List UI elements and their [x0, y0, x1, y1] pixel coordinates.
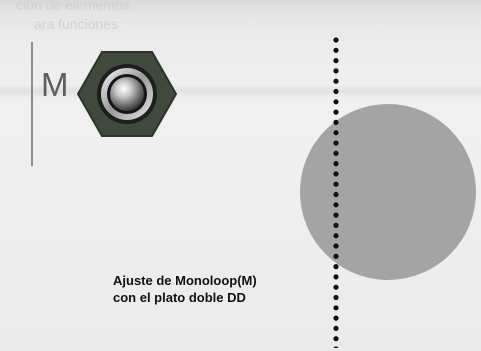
dot	[333, 212, 339, 218]
dot	[333, 284, 339, 290]
dotted-alignment-line	[333, 37, 339, 348]
dot	[333, 130, 339, 136]
dot	[333, 171, 339, 177]
dot	[333, 58, 339, 64]
dot	[333, 305, 339, 311]
dot	[333, 315, 339, 321]
faded-background-band	[0, 84, 481, 98]
dot	[333, 150, 339, 156]
vertical-rule	[31, 42, 33, 166]
dot	[333, 222, 339, 228]
dot	[333, 253, 339, 259]
dot	[333, 181, 339, 187]
dot	[333, 264, 339, 270]
scan-edge-shadow	[0, 0, 481, 12]
dot	[333, 99, 339, 105]
dot	[333, 233, 339, 239]
nut-ball	[110, 77, 144, 111]
hex-nut-icon	[76, 51, 178, 137]
dot	[333, 336, 339, 342]
dot	[333, 47, 339, 53]
dot	[333, 346, 339, 348]
dot	[333, 119, 339, 125]
dot	[333, 37, 339, 43]
dot	[333, 325, 339, 331]
dot	[333, 191, 339, 198]
dot	[333, 78, 339, 84]
dot	[333, 140, 339, 146]
double-dd-coil-circle	[300, 104, 476, 280]
caption-line-1: Ajuste de Monoloop(M)	[113, 273, 257, 288]
faded-text-line-2: ara funciones	[34, 16, 119, 32]
dot	[333, 202, 339, 208]
figure-caption: Ajuste de Monoloop(M) con el plato doble…	[113, 272, 257, 306]
dot	[333, 294, 339, 301]
faded-background-text: ción de elementos ara funciones	[16, 0, 316, 50]
dot	[333, 68, 339, 74]
dot	[333, 161, 339, 167]
monoloop-label-letter: M	[41, 66, 69, 103]
dot	[333, 109, 339, 115]
faded-text-line-1: ción de elementos	[16, 0, 130, 13]
dot	[333, 243, 339, 249]
dot	[333, 88, 339, 95]
dot	[333, 274, 339, 280]
caption-line-2: con el plato doble DD	[113, 290, 246, 305]
